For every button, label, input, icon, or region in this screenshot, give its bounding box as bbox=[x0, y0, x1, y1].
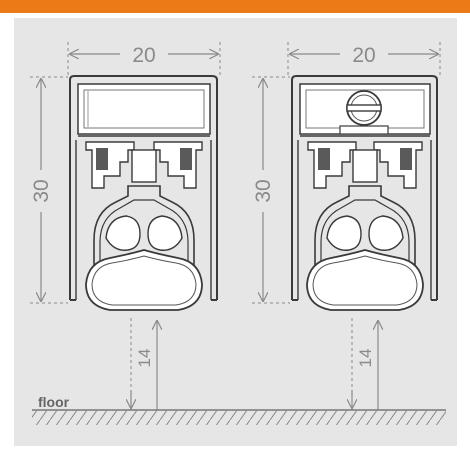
left-seal-chamber-right bbox=[147, 215, 183, 251]
adjustment-screw-icon bbox=[346, 90, 382, 126]
right-clearance-label: 14 bbox=[356, 349, 375, 368]
right-height-label: 30 bbox=[252, 179, 275, 202]
right-seal-bulb bbox=[306, 249, 424, 311]
right-clearance-dimension: 14 bbox=[352, 318, 378, 410]
left-width-dimension: 20 bbox=[67, 42, 221, 75]
accent-bar bbox=[0, 0, 470, 13]
right-seal-chamber-right bbox=[368, 215, 404, 251]
left-clearance-dimension: 14 bbox=[131, 318, 157, 410]
right-width-label: 20 bbox=[352, 44, 375, 67]
left-seal-bulb bbox=[85, 249, 203, 311]
right-height-dimension: 30 bbox=[252, 76, 290, 304]
left-seal-chamber-left bbox=[105, 215, 141, 251]
right-rubber-seal bbox=[314, 185, 416, 300]
left-rubber-seal bbox=[93, 185, 195, 300]
right-width-dimension: 20 bbox=[287, 42, 441, 75]
left-seal: 20 30 bbox=[30, 42, 221, 410]
left-top-channel bbox=[77, 83, 211, 135]
right-seal: 20 30 bbox=[252, 42, 441, 410]
right-housing bbox=[291, 75, 438, 300]
floor-label: floor bbox=[38, 394, 70, 410]
left-height-label: 30 bbox=[30, 179, 53, 202]
left-housing bbox=[69, 75, 218, 300]
left-clearance-label: 14 bbox=[135, 349, 154, 368]
floor: floor bbox=[32, 394, 446, 425]
floor-hatch bbox=[32, 411, 446, 425]
right-seal-chamber-left bbox=[326, 215, 362, 251]
left-height-dimension: 30 bbox=[30, 76, 68, 304]
left-width-label: 20 bbox=[132, 44, 155, 67]
